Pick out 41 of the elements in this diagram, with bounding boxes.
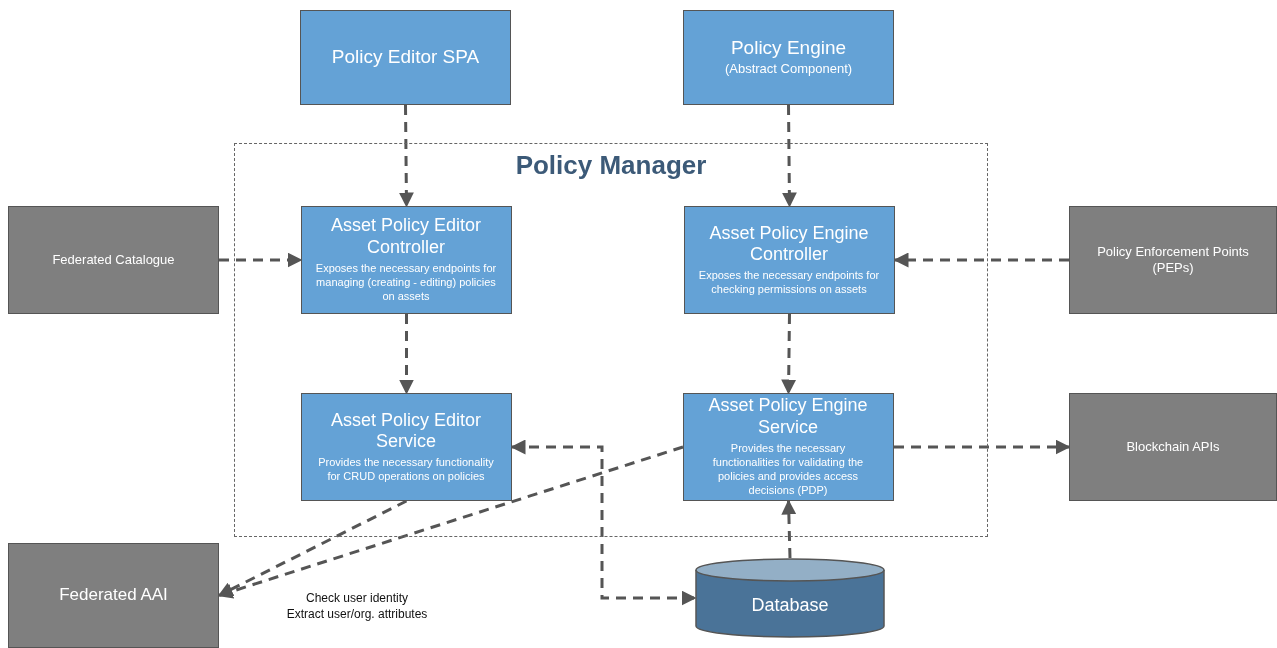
group-heading: Policy Manager — [515, 150, 707, 182]
node-title: Policy Enforcement Points (PEPs) — [1096, 244, 1250, 276]
connector-arrow — [894, 439, 1071, 455]
node-description: Provides the necessary functionalities for validating the policies and provides access decisions (PDP) — [711, 440, 865, 498]
node-title: Asset Policy Editor Service — [329, 409, 483, 453]
connector-arrow — [781, 105, 797, 208]
node-title: Asset Policy Editor Controller — [329, 215, 483, 259]
node-description: Exposes the necessary endpoints for managing (creating - editing) policies on assets — [315, 260, 497, 304]
connector-arrow — [781, 313, 797, 395]
node-title: Asset Policy Engine Controller — [708, 222, 870, 266]
external-system-box — [1069, 206, 1277, 314]
external-system-box — [8, 206, 219, 314]
node-description: (Abstract Component) — [724, 61, 853, 79]
connector-arrow — [219, 252, 303, 268]
component-box — [683, 10, 894, 105]
connector-arrow — [398, 105, 414, 208]
node-title: Federated AAI — [59, 585, 168, 606]
node-title: Database — [751, 595, 829, 617]
component-box — [300, 10, 511, 105]
node-title: Blockchain APIs — [1126, 439, 1220, 455]
component-box — [300, 392, 512, 501]
connector-arrow — [217, 499, 408, 597]
external-system-box — [1069, 393, 1277, 501]
component-box — [300, 205, 512, 314]
node-title: Federated Catalogue — [52, 252, 175, 268]
node-title: Policy Editor SPA — [331, 46, 480, 69]
component-box — [683, 205, 895, 314]
group-boundary — [234, 143, 988, 537]
connector-arrow — [510, 439, 697, 606]
external-system-box — [8, 543, 219, 648]
connector-arrow — [399, 314, 414, 395]
connector-arrow — [781, 499, 797, 559]
node-title: Asset Policy Engine Service — [707, 395, 869, 439]
node-description: Provides the necessary functionality for CRUD operations on policies — [317, 454, 495, 484]
note-text: Check user identity Extract user/org. attributes — [285, 590, 429, 623]
database-cylinder — [695, 558, 885, 638]
node-title: Policy Engine — [730, 36, 847, 60]
connector-arrow — [217, 445, 684, 599]
component-box — [682, 392, 894, 501]
connector-arrow — [893, 252, 1069, 268]
node-description: Exposes the necessary endpoints for checking permissions on assets — [698, 267, 880, 297]
